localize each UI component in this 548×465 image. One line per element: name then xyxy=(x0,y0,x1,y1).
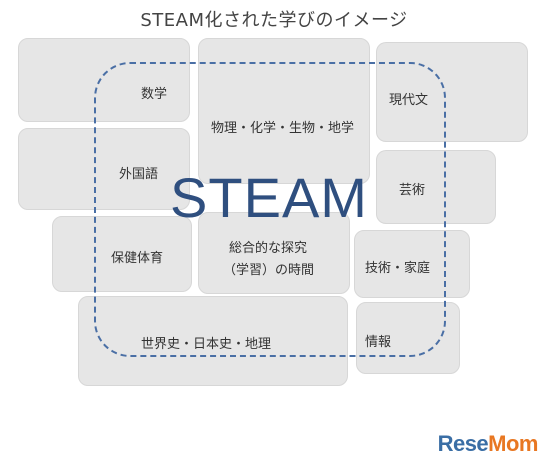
label-integrated-line1: 総合的な探究 xyxy=(229,241,308,256)
logo-part-b: Mom xyxy=(488,431,538,456)
tile-math: 数学 xyxy=(18,38,190,122)
tile-integrated-study: 総合的な探究 （学習）の時間 xyxy=(198,212,350,294)
diagram-title: STEAM化された学びのイメージ xyxy=(140,10,408,31)
label-health-pe: 保健体育 xyxy=(111,251,164,266)
tile-health-pe: 保健体育 xyxy=(52,216,192,292)
label-modern-japanese: 現代文 xyxy=(389,93,429,108)
label-science: 物理・化学・生物・地学 xyxy=(211,121,355,136)
tile-modern-japanese: 現代文 xyxy=(376,42,528,142)
steam-center-label: STEAM xyxy=(170,166,368,229)
logo-part-a: Rese xyxy=(437,431,489,456)
label-integrated-line2: （学習）の時間 xyxy=(223,263,315,278)
tile-science: 物理・化学・生物・地学 xyxy=(198,38,370,184)
tile-foreign-language: 外国語 xyxy=(18,128,190,210)
tile-tech-home: 技術・家庭 xyxy=(354,230,470,298)
tile-art: 芸術 xyxy=(376,150,496,224)
label-tech-home: 技術・家庭 xyxy=(365,261,431,276)
label-history-geo: 世界史・日本史・地理 xyxy=(141,337,272,352)
tile-history-geo: 世界史・日本史・地理 xyxy=(78,296,348,386)
label-art: 芸術 xyxy=(399,183,426,198)
resemom-logo: ReseMom xyxy=(437,431,539,457)
label-foreign-language: 外国語 xyxy=(119,167,159,182)
label-info: 情報 xyxy=(365,335,392,350)
tile-info: 情報 xyxy=(356,302,460,374)
label-math: 数学 xyxy=(141,87,168,102)
